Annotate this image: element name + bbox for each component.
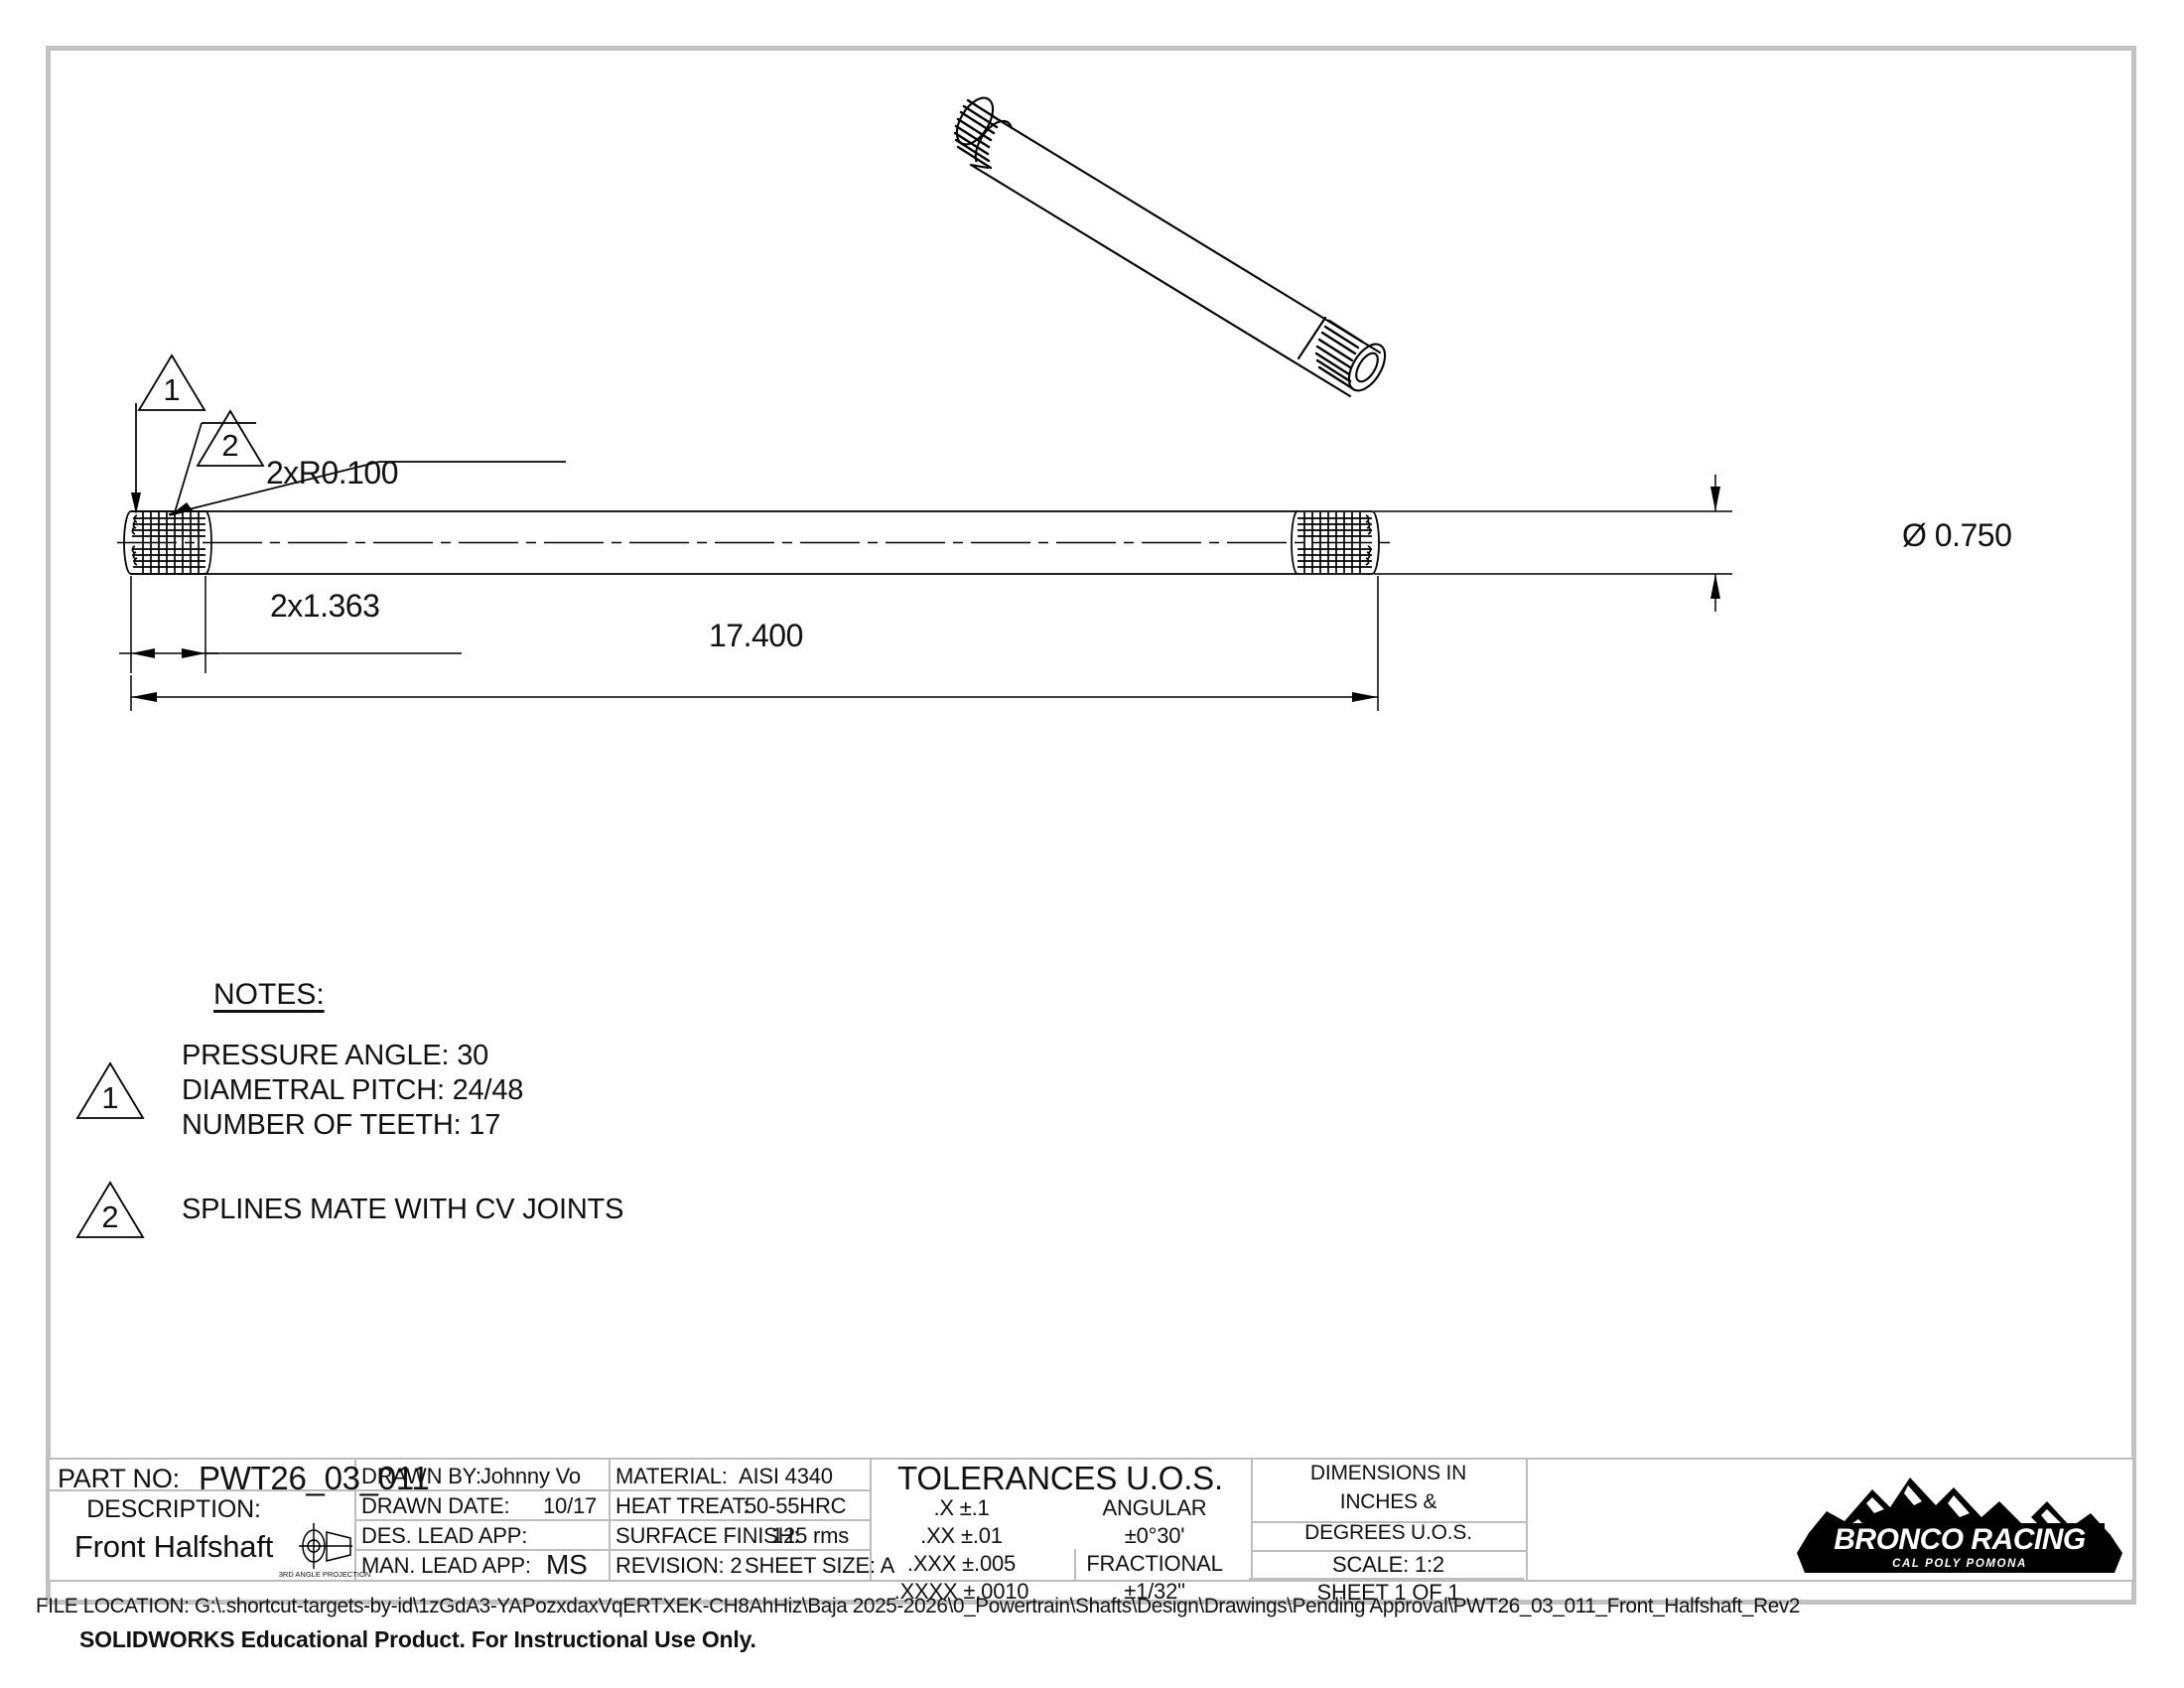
title-block: PART NO: PWT26_03_011 DESCRIPTION: Front… (48, 1458, 2134, 1605)
heat-treat-label: HEAT TREAT: (615, 1493, 750, 1518)
units-line-2: INCHES & (1339, 1490, 1437, 1513)
units-line-1: DIMENSIONS IN (1309, 1462, 1467, 1484)
part-no-label: PART NO: (58, 1464, 180, 1493)
tb-divider-6 (1526, 1460, 1528, 1580)
isometric-view (953, 96, 1387, 398)
tb-divider-3 (870, 1460, 872, 1580)
tolerance-row-3-right: FRACTIONAL (1086, 1551, 1223, 1576)
note-1-line-3: NUMBER OF TEETH: 17 (182, 1109, 501, 1141)
svg-text:3RD ANGLE PROJECTION: 3RD ANGLE PROJECTION (279, 1570, 371, 1579)
tolerance-row-4-right: ±1/32" (1124, 1579, 1185, 1604)
tolerance-row-1-left: .X ±.1 (933, 1495, 990, 1520)
note-1-triangle-icon (75, 1061, 145, 1119)
tb-hdivider-drawn-2 (354, 1519, 609, 1521)
balloon-1-number: 1 (163, 372, 181, 407)
drawing-border (46, 46, 2136, 1605)
man-lead-app-label: MAN. LEAD APP: (361, 1553, 531, 1578)
tolerance-row-3-left: .XXX ±.005 (906, 1551, 1017, 1576)
balloon-2-number: 2 (221, 428, 239, 463)
tolerance-row-1-right: ANGULAR (1102, 1495, 1207, 1520)
description-label: DESCRIPTION: (86, 1495, 261, 1523)
tb-hdivider-units-1 (1251, 1521, 1526, 1523)
man-lead-app-value: MS (546, 1549, 588, 1580)
notes-title: NOTES: (213, 978, 325, 1011)
material-label: MATERIAL: (615, 1464, 728, 1488)
description-value: Front Halfshaft (73, 1529, 274, 1564)
balloon-1: 1 (136, 352, 207, 414)
tb-hdivider-units-2 (1251, 1550, 1526, 1552)
third-angle-projection-icon: 3RD ANGLE PROJECTION (279, 1523, 370, 1579)
sheet-size-text: SHEET SIZE: A (745, 1553, 895, 1578)
balloon-2: 2 (195, 408, 266, 470)
overall-length-dimension-text: 17.400 (709, 618, 803, 653)
file-location-text: FILE LOCATION: G:\.shortcut-targets-by-i… (36, 1595, 1801, 1618)
drawn-by-label: DRAWN BY: (361, 1464, 481, 1488)
drawn-date-value: 10/17 (543, 1493, 598, 1518)
heat-treat-value: 50-55HRC (745, 1493, 847, 1518)
tb-hdivider-drawn-1 (354, 1489, 609, 1491)
scale-text: SCALE: 1:2 (1332, 1552, 1444, 1577)
tb-hdivider-mat-3 (609, 1549, 870, 1551)
des-lead-app-label: DES. LEAD APP: (361, 1523, 528, 1548)
logo-secondary-text: CAL POLY POMONA (1892, 1558, 2027, 1570)
note-1-line-2: DIAMETRAL PITCH: 24/48 (182, 1074, 524, 1106)
tb-hdivider-mat-1 (609, 1489, 870, 1491)
shaft-diameter-dimension-text: Ø 0.750 (1902, 517, 2012, 553)
tb-hdivider-mat-2 (609, 1519, 870, 1521)
spline-length-dimension-text: 2x1.363 (270, 588, 380, 624)
educational-notice-text: SOLIDWORKS Educational Product. For Inst… (79, 1626, 756, 1652)
tolerance-row-2-left: .XX ±.01 (920, 1523, 1003, 1548)
tb-hdivider-partno (50, 1489, 354, 1491)
drawn-by-value: Johnny Vo (480, 1464, 581, 1488)
note-1-line-1: PRESSURE ANGLE: 30 (182, 1040, 489, 1071)
drawn-date-label: DRAWN DATE: (361, 1493, 510, 1518)
material-value: AISI 4340 (739, 1464, 833, 1488)
sheet-text: SHEET 1 OF 1 (1316, 1580, 1460, 1605)
revision-text: REVISION: 2 (615, 1553, 743, 1578)
tb-hdivider-drawn-3 (354, 1549, 609, 1551)
logo-primary-text: BRONCO RACING (1834, 1523, 2086, 1556)
note-2-number: 2 (101, 1199, 119, 1234)
note-2-triangle-icon (75, 1181, 145, 1238)
tolerance-row-4-left: .XXXX ±.0010 (893, 1579, 1029, 1604)
surface-finish-label: SURFACE FINISH: (615, 1523, 800, 1548)
note-1-number: 1 (101, 1080, 119, 1115)
units-line-3: DEGREES U.O.S. (1304, 1521, 1472, 1544)
tb-divider-5 (1251, 1460, 1253, 1580)
tolerances-title: TOLERANCES U.O.S. (897, 1460, 1223, 1496)
spline-radius-dimension-text: 2xR0.100 (266, 455, 398, 491)
note-2-line-1: SPLINES MATE WITH CV JOINTS (182, 1194, 624, 1225)
part-no-value: PWT26_03_011 (199, 1460, 430, 1496)
front-view (117, 403, 1732, 711)
tb-hdivider-scale (1249, 1578, 1524, 1580)
tolerance-row-2-right: ±0°30' (1124, 1523, 1185, 1548)
surface-finish-value: 125 rms (771, 1523, 850, 1548)
bronco-racing-logo: BRONCO RACING CAL POLY POMONA (1787, 1462, 2132, 1579)
tb-divider-4 (1074, 1549, 1076, 1580)
